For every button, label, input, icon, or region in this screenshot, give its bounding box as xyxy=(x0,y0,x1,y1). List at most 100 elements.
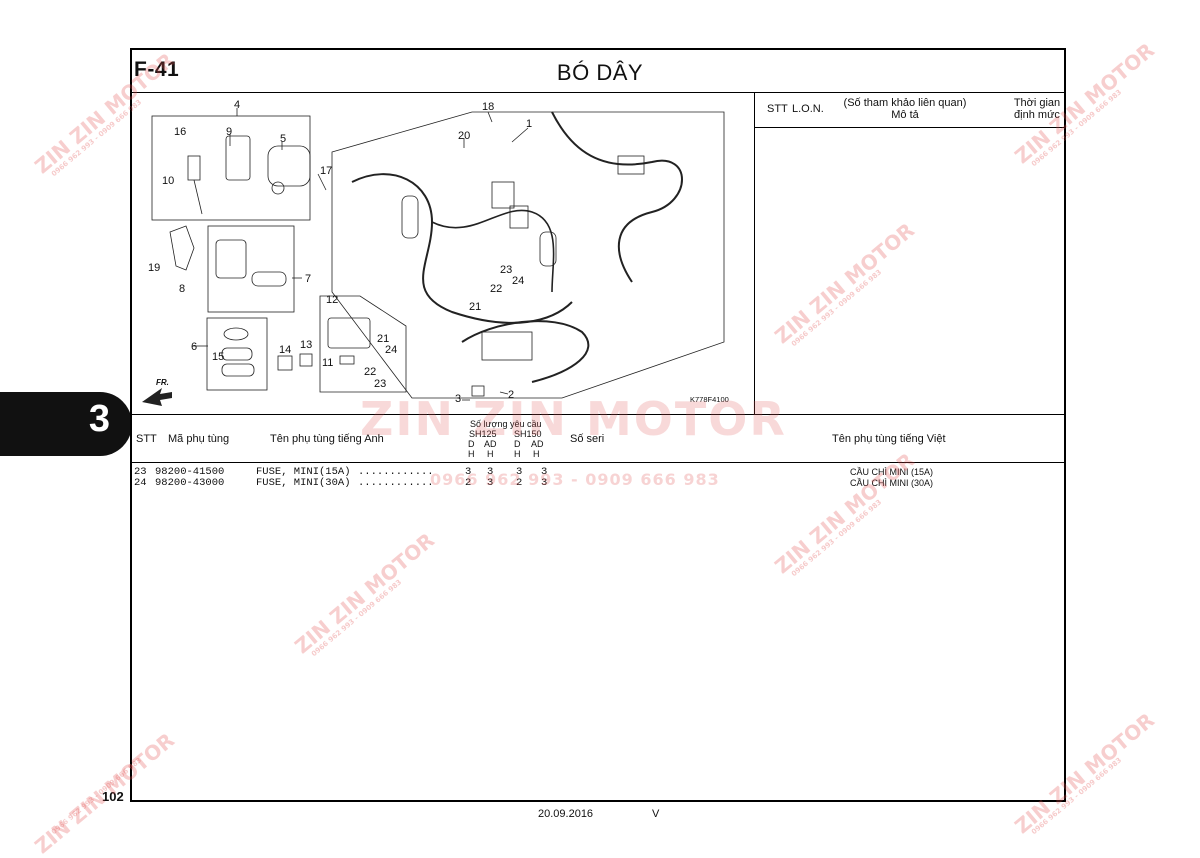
row-qty-4: 3 xyxy=(541,466,548,478)
col-name-vi: Tên phụ tùng tiếng Việt xyxy=(832,433,946,445)
callout-6: 6 xyxy=(191,341,198,353)
clip-3 xyxy=(471,385,485,397)
row-stt: 24 xyxy=(134,477,147,489)
row-part-no: 98200-43000 xyxy=(155,477,225,489)
col-sh125: SH125 xyxy=(469,429,497,439)
section-tab: 3 xyxy=(0,392,132,456)
right-col-stt: STT xyxy=(767,103,788,115)
col-qty-ad2: AD xyxy=(531,439,544,449)
callout-8: 8 xyxy=(179,283,186,295)
callout-14: 14 xyxy=(279,344,292,356)
callout-3: 3 xyxy=(455,393,462,405)
callout-22a: 22 xyxy=(364,366,377,378)
callout-22b: 22 xyxy=(490,283,503,295)
callout-15: 15 xyxy=(212,351,225,363)
col-qty-h1: H xyxy=(468,449,475,459)
group-box-1 xyxy=(331,111,725,399)
right-col-ref-line1: (Số tham khảo liên quan) xyxy=(843,97,967,109)
callout-23a: 23 xyxy=(374,378,387,390)
callout-2: 2 xyxy=(508,389,515,401)
row-qty-4: 3 xyxy=(541,477,548,489)
junction-block xyxy=(481,331,533,361)
table-top-divider xyxy=(131,414,1065,415)
col-qty-h2: H xyxy=(487,449,494,459)
col-stt: STT xyxy=(136,433,157,445)
diagram-ref-code: K778F4100 xyxy=(690,395,729,404)
right-col-ref-line2: Mô tả xyxy=(891,109,919,121)
section-number: 3 xyxy=(88,398,110,440)
row-dots: ............ xyxy=(358,477,434,489)
front-arrow-icon xyxy=(142,388,172,406)
relay-14 xyxy=(277,355,293,371)
callout-24a: 24 xyxy=(385,344,398,356)
row-qty-2: 3 xyxy=(487,466,494,478)
smart-control-unit xyxy=(267,145,311,187)
callout-24b: 24 xyxy=(512,275,525,287)
callout-17: 17 xyxy=(320,165,333,177)
callout-7: 7 xyxy=(305,273,312,285)
smart-key-body xyxy=(215,239,247,279)
row-qty-1: 2 xyxy=(465,477,472,489)
footer-date: 20.09.2016 xyxy=(538,808,594,820)
smart-key-fob xyxy=(251,271,287,287)
row-qty-3: 2 xyxy=(516,477,523,489)
relay-13 xyxy=(299,353,313,367)
col-qty-h4: H xyxy=(533,449,540,459)
callout-1: 1 xyxy=(526,118,533,130)
row-dots: ............ xyxy=(358,466,434,478)
row-name-en: FUSE, MINI(30A) xyxy=(256,477,351,489)
callout-10: 10 xyxy=(162,175,175,187)
callout-18: 18 xyxy=(482,101,495,113)
col-serial: Số seri xyxy=(570,433,605,445)
callout-21a: 21 xyxy=(377,333,390,345)
ignition-switch-part xyxy=(225,135,251,181)
row-qty-3: 3 xyxy=(516,466,523,478)
col-name-en: Tên phụ tùng tiếng Anh xyxy=(270,433,384,445)
page-frame xyxy=(130,48,1066,802)
title-divider xyxy=(131,92,1065,93)
fuse-box-12 xyxy=(327,317,371,349)
wiring-harness-diagram xyxy=(142,108,725,406)
callout-20: 20 xyxy=(458,130,471,142)
group-box-7 xyxy=(207,225,295,313)
callout-5: 5 xyxy=(280,133,287,145)
row-name-en: FUSE, MINI(15A) xyxy=(256,466,351,478)
right-col-time-line1: Thời gian xyxy=(1013,97,1061,109)
right-col-ref: (Số tham khảo liên quan) Mô tả xyxy=(830,97,980,121)
callout-23b: 23 xyxy=(500,264,513,276)
col-sh150: SH150 xyxy=(514,429,542,439)
callout-12: 12 xyxy=(326,294,339,306)
callout-11: 11 xyxy=(322,357,334,369)
right-col-lon: L.O.N. xyxy=(792,103,824,115)
row-name-vi: CẦU CHÌ MINI (15A) xyxy=(850,467,934,477)
row-stt: 23 xyxy=(134,466,147,478)
col-qty-d1: D xyxy=(468,439,475,449)
callout-19: 19 xyxy=(148,262,161,274)
row-name-vi: CẦU CHÌ MINI (30A) xyxy=(850,478,934,488)
row-qty-1: 3 xyxy=(465,466,472,478)
diagram-divider xyxy=(754,92,755,414)
col-qty-d2: D xyxy=(514,439,521,449)
col-qty-title: Số lượng yêu cầu xyxy=(470,419,542,429)
row-qty-2: 3 xyxy=(487,477,494,489)
figure-code: F-41 xyxy=(134,58,180,81)
footer-version: V xyxy=(652,808,660,820)
table-header-divider xyxy=(131,462,1065,463)
callout-13: 13 xyxy=(300,339,313,351)
row-part-no: 98200-41500 xyxy=(155,466,225,478)
col-part-no: Mã phụ tùng xyxy=(168,433,230,445)
front-direction-label: FR. xyxy=(156,378,169,387)
group-box-12 xyxy=(319,295,407,393)
callout-21b: 21 xyxy=(469,301,482,313)
right-col-time-line2: định mức xyxy=(1014,109,1060,121)
right-col-time: Thời gian định mức xyxy=(1004,97,1070,121)
callout-9: 9 xyxy=(226,126,233,138)
callout-4: 4 xyxy=(234,99,241,111)
connector-block xyxy=(617,155,645,175)
col-qty-ad1: AD xyxy=(484,439,497,449)
lock-cylinder xyxy=(271,181,285,195)
group-box-6 xyxy=(206,317,268,391)
page-title: BÓ DÂY xyxy=(556,60,644,85)
col-qty-h3: H xyxy=(514,449,521,459)
bracket-part xyxy=(187,155,201,181)
